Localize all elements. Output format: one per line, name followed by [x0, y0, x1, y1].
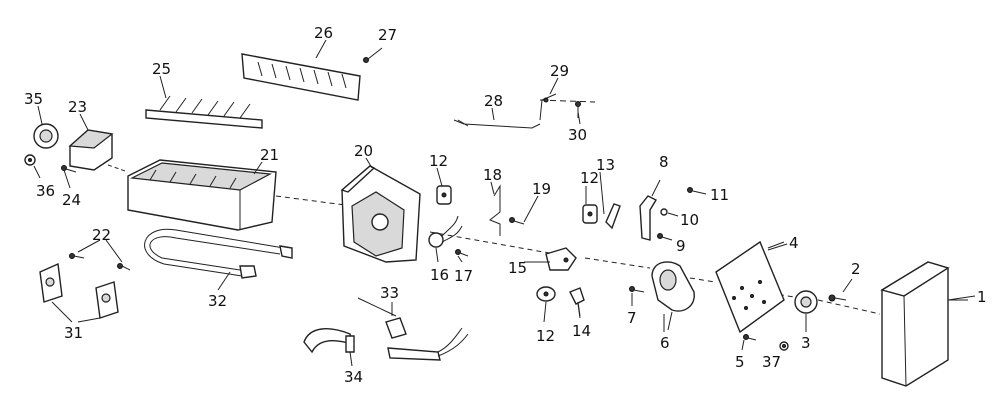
part-10-washer: [660, 208, 679, 217]
label-33: 33: [380, 284, 399, 302]
label-27: 27: [378, 26, 397, 44]
label-31: 31: [64, 324, 83, 342]
part-6-motor: [651, 261, 695, 331]
leader-lines: [63, 39, 976, 332]
part-36-nut: [24, 154, 41, 179]
part-17-screw: [455, 249, 469, 257]
part-29-linkage: [539, 93, 557, 121]
label-3: 3: [801, 334, 811, 352]
part-12-thermostat-b: [582, 204, 598, 224]
part-2-screw: [828, 278, 853, 302]
label-9: 9: [676, 237, 686, 255]
part-5-screw: [741, 334, 757, 351]
label-30: 30: [568, 126, 587, 144]
label-15: 15: [508, 259, 527, 277]
part-34-wiring-harness: [303, 327, 469, 367]
label-35: 35: [24, 90, 43, 108]
label-24: 24: [62, 191, 81, 209]
label-12-b: 12: [580, 169, 599, 187]
label-4: 4: [789, 234, 799, 252]
part-15-switch: [545, 247, 577, 271]
part-8-bracket: [639, 179, 661, 241]
label-29: 29: [550, 62, 569, 80]
label-19: 19: [532, 180, 551, 198]
callout-labels: 1 2 3 4 5 6 7 8 9 10 11 12 12 12 13 14 1…: [24, 24, 987, 386]
label-20: 20: [354, 142, 373, 160]
label-10: 10: [680, 211, 699, 229]
part-22-screws: [69, 239, 131, 271]
part-25-ejector-rake: [145, 95, 263, 129]
label-22: 22: [92, 226, 111, 244]
label-16: 16: [430, 266, 449, 284]
part-35-gear: [33, 105, 59, 149]
label-5: 5: [735, 353, 745, 371]
part-26-stripper: [241, 53, 361, 101]
label-11: 11: [710, 186, 729, 204]
part-21-ice-mold: [127, 159, 277, 231]
part-11-screw: [687, 187, 707, 195]
label-21: 21: [260, 146, 279, 164]
part-24-screw: [61, 165, 77, 173]
label-32: 32: [208, 292, 227, 310]
label-12-c: 12: [536, 327, 555, 345]
label-14: 14: [572, 322, 591, 340]
part-32-mold-heater: [144, 228, 293, 291]
part-20-control-housing: [340, 165, 421, 263]
part-30-retainer: [575, 101, 581, 118]
part-19-screw: [509, 217, 525, 225]
part-27-screw: [363, 47, 383, 63]
part-7-screw: [629, 286, 645, 306]
part-33-connector: [385, 302, 407, 339]
part-1-front-cover: [880, 261, 968, 387]
part-12-thermostat-c: [536, 286, 556, 302]
label-25: 25: [152, 60, 171, 78]
part-37-nut: [779, 341, 789, 351]
part-3-gear: [794, 290, 818, 332]
label-23: 23: [68, 98, 87, 116]
part-28-shutoff-arm: [453, 119, 541, 129]
label-28: 28: [484, 92, 503, 110]
label-12-a: 12: [429, 152, 448, 170]
label-13: 13: [596, 156, 615, 174]
assembly-axis-lines: [107, 99, 881, 315]
part-16-solenoid: [428, 215, 463, 248]
part-23-heater-block: [68, 129, 114, 171]
part-13-clip: [605, 203, 621, 230]
part-12-thermostat-a: [436, 185, 452, 205]
label-34: 34: [344, 368, 363, 386]
label-1: 1: [977, 288, 987, 306]
label-8: 8: [659, 153, 669, 171]
label-37: 37: [762, 353, 781, 371]
label-26: 26: [314, 24, 333, 42]
label-36: 36: [36, 182, 55, 200]
part-4-mounting-plate: [715, 240, 785, 334]
part-14-switch-lever: [569, 287, 585, 317]
label-18: 18: [483, 166, 502, 184]
part-18-bracket: [489, 184, 501, 236]
label-6: 6: [660, 334, 670, 352]
part-31-brackets: [39, 262, 119, 323]
label-7: 7: [627, 309, 637, 327]
label-17: 17: [454, 267, 473, 285]
label-2: 2: [851, 260, 861, 278]
part-9-screw: [657, 233, 673, 241]
